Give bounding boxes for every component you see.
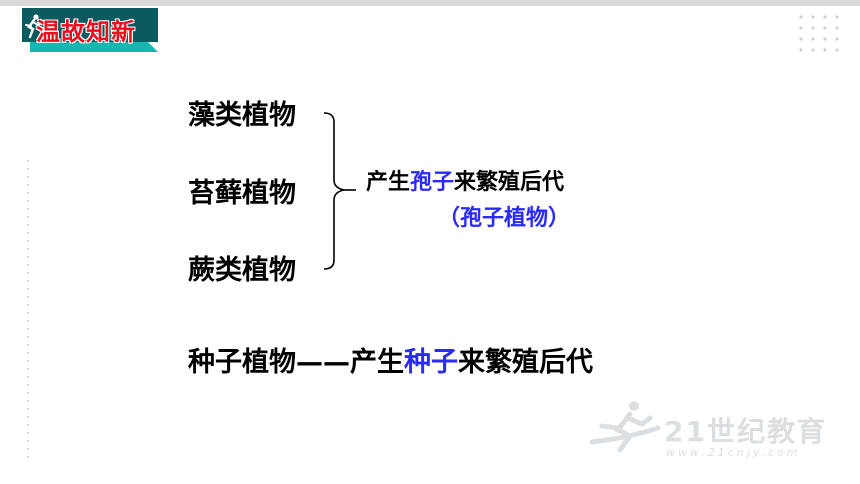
dotted-line-decoration [27, 160, 29, 460]
dot-grid-decoration [799, 15, 839, 52]
grouping-brace [323, 112, 356, 270]
seed-plant-line: 种子植物——产生种子来繁殖后代 [188, 349, 593, 376]
spore-result-line: 产生孢子来繁殖后代 [366, 172, 564, 194]
spore-highlight: 孢子 [410, 170, 455, 195]
title-badge [22, 8, 158, 52]
seed-prefix: 产生 [350, 347, 404, 378]
group-item-algae: 藻类植物 [188, 100, 296, 131]
runner-icon [25, 14, 42, 39]
spore-plant-note: （孢子植物） [438, 206, 571, 231]
spore-result-prefix: 产生 [366, 170, 411, 195]
seed-subject: 种子植物 [188, 347, 296, 378]
seed-dash: —— [296, 347, 350, 378]
watermark-logo-icon [589, 401, 661, 453]
spore-result-suffix: 来繁殖后代 [454, 170, 565, 195]
group-item-fern: 蕨类植物 [188, 255, 296, 286]
seed-highlight: 种子 [404, 347, 458, 378]
badge-title: 温故知新 [36, 18, 136, 46]
seed-suffix: 来繁殖后代 [458, 347, 593, 378]
group-item-moss: 苔藓植物 [188, 178, 296, 209]
badge-background [22, 8, 158, 52]
watermark-text: 21世纪教育 [664, 415, 827, 448]
watermark-url: www.21cnjy.com [666, 446, 801, 459]
top-bar [0, 0, 860, 6]
